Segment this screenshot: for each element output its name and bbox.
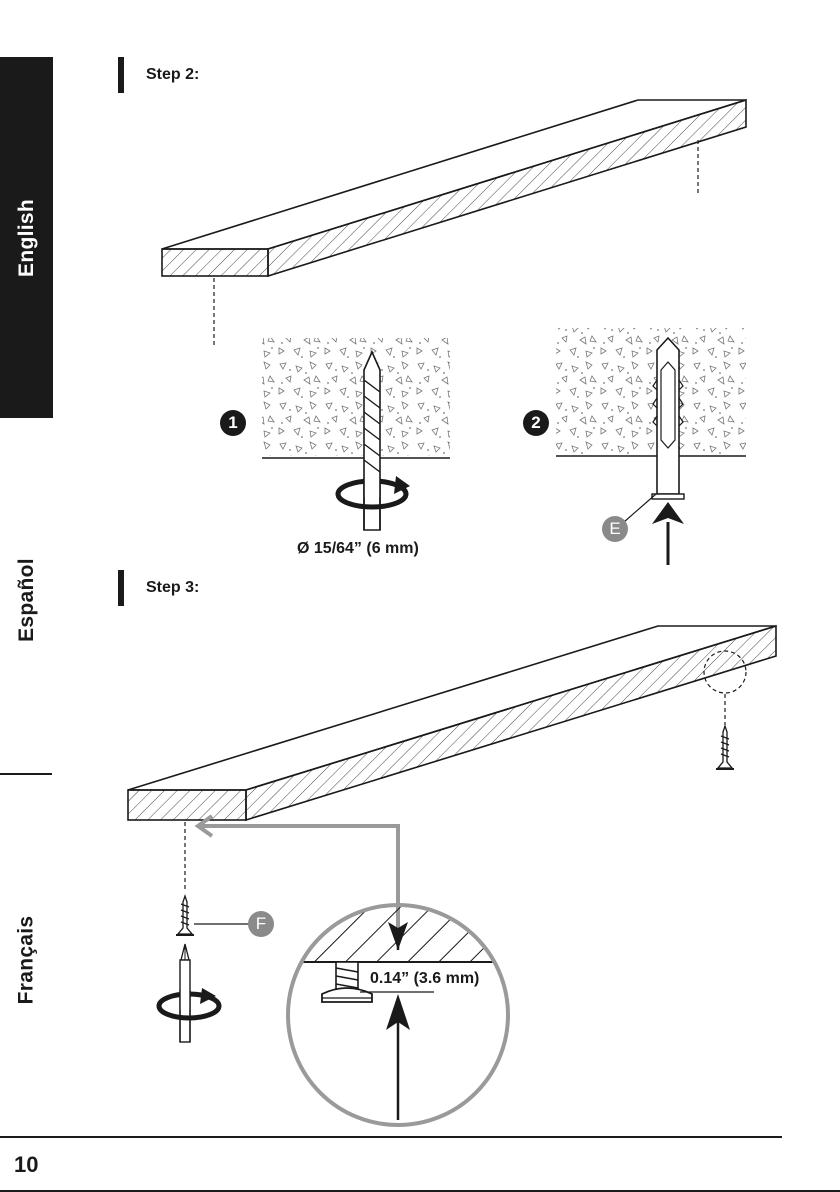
callout-step-1: 1 xyxy=(220,410,246,436)
screw-and-screwdriver xyxy=(159,896,250,1042)
page-number: 10 xyxy=(14,1152,38,1178)
drill-size-label: Ø 15/64” (6 mm) xyxy=(297,540,419,558)
callout-screw-f: F xyxy=(248,911,274,937)
callout-anchor-e: E xyxy=(602,516,628,542)
step-3-shelf xyxy=(128,626,776,892)
step-2-shelf xyxy=(162,100,746,345)
callout-step-2: 2 xyxy=(523,410,549,436)
footer-rule xyxy=(0,1136,782,1138)
anchor-wall-panel xyxy=(556,328,746,565)
screw-gap-label: 0.14” (3.6 mm) xyxy=(370,970,479,988)
magnified-detail xyxy=(280,890,520,1125)
drill-wall-panel xyxy=(262,338,450,530)
